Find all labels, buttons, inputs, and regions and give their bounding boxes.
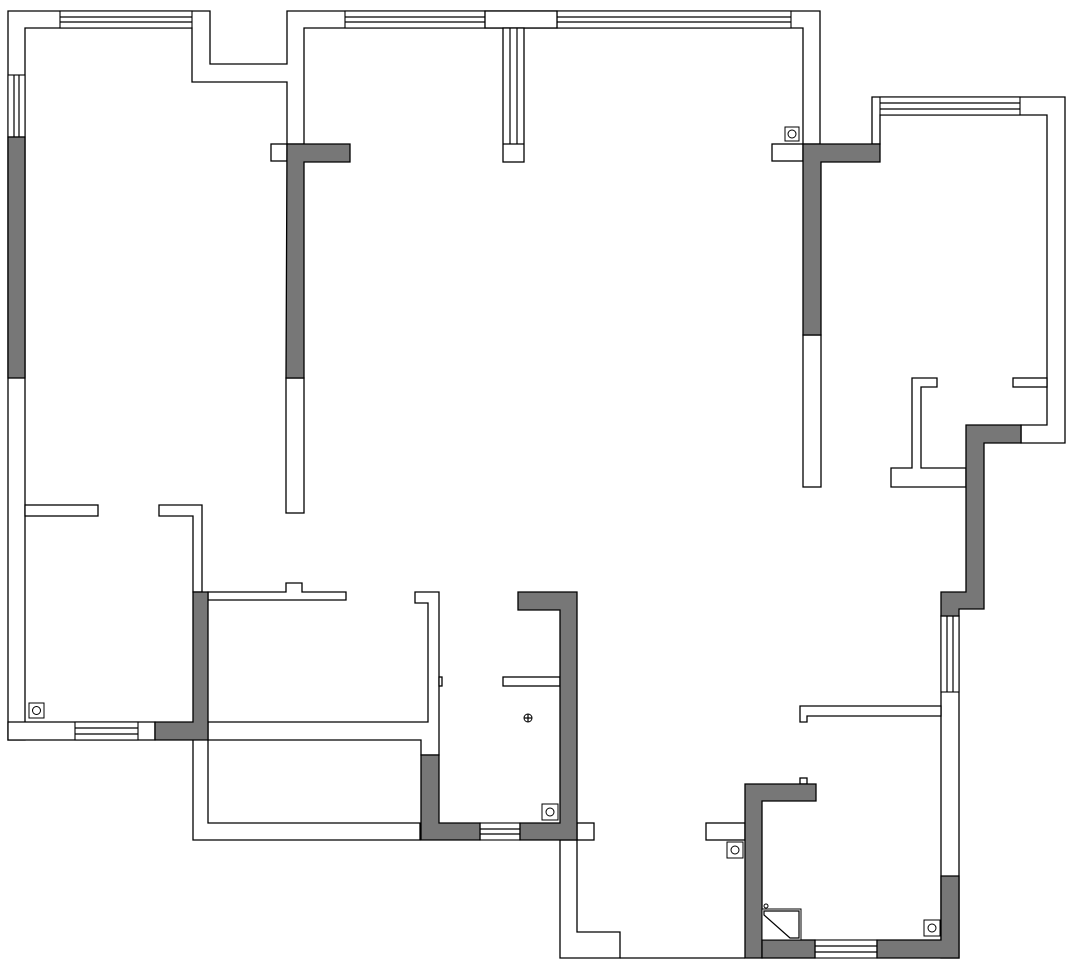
wall-corridor-top — [207, 582, 347, 601]
pillar-north — [484, 10, 558, 29]
shower-tray-icon — [761, 903, 802, 941]
partition-right-cap — [771, 143, 804, 162]
bearing-wall-west — [7, 136, 26, 379]
load-bearing-walls — [7, 136, 1022, 959]
bearing-wall-southeast-room — [744, 783, 817, 959]
exterior-wall-south — [559, 839, 621, 959]
partition-left-cap — [270, 143, 288, 162]
partition-north-stub — [502, 27, 525, 163]
interior-walls — [24, 10, 1048, 841]
window-bath-south — [479, 822, 521, 841]
wall-bedroom-door-right — [158, 504, 203, 593]
bearing-wall-bath-east — [517, 591, 578, 841]
window-east-lower — [940, 615, 960, 693]
exterior-wall-northwest — [7, 10, 821, 741]
window-north-3 — [556, 10, 792, 29]
wall-bath-end — [576, 822, 595, 841]
window-west — [7, 74, 26, 138]
bearing-wall-corridor — [154, 591, 209, 741]
window-southwest — [74, 721, 139, 741]
pipe-shaft-icon — [726, 841, 744, 859]
bearing-wall-south-left — [761, 939, 816, 959]
wall-east-room-inner — [890, 377, 967, 488]
window-north-1 — [59, 10, 193, 29]
pipe-shaft-icon — [28, 702, 45, 719]
wall-southeast-room-top — [799, 705, 942, 723]
bearing-wall-bath-west — [420, 754, 481, 841]
bearing-wall-right-partition — [802, 143, 881, 336]
wall-southeast-notch — [799, 777, 808, 785]
wall-bath-shelf — [502, 676, 561, 687]
window-north-2 — [344, 10, 486, 29]
pipe-shaft-icon — [923, 919, 941, 937]
floor-drain-icon — [523, 713, 533, 723]
pipe-shaft-icon — [784, 126, 800, 142]
fixtures — [28, 126, 941, 941]
wall-southeast-stub — [705, 822, 746, 841]
bearing-wall-south-right — [876, 875, 960, 959]
wall-corridor-bottom — [207, 591, 440, 756]
windows — [7, 10, 1021, 959]
pipe-shaft-icon — [541, 803, 559, 821]
bearing-wall-left-partition — [285, 143, 351, 379]
partition-right-lower — [802, 334, 822, 488]
partition-left-lower — [285, 377, 305, 514]
exterior-wall-east-bay — [871, 96, 1066, 444]
wall-corridor-notch — [438, 676, 443, 687]
window-southeast — [814, 939, 878, 959]
wall-bedroom-door-left — [24, 504, 99, 517]
window-east-bay — [879, 96, 1021, 116]
bearing-wall-east-stepped — [940, 424, 1022, 617]
wall-east-room-ledge — [1012, 377, 1048, 388]
